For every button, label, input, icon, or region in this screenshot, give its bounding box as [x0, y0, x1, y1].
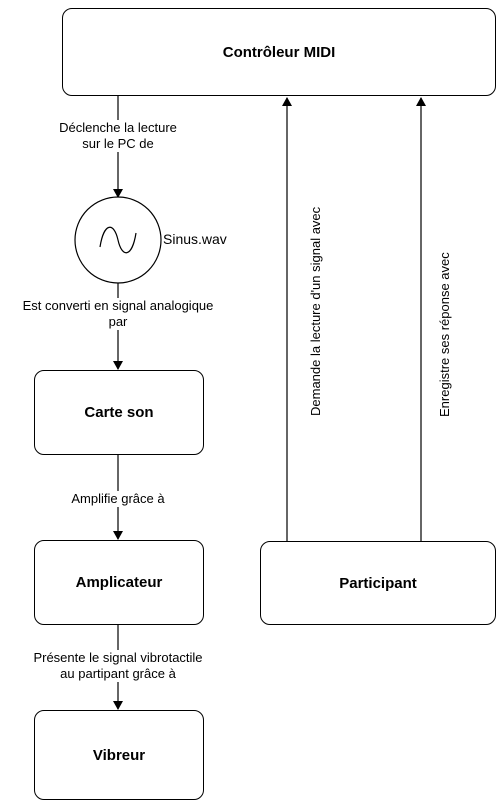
sine-wave-icon: [99, 226, 137, 254]
controller-label: Contrôleur MIDI: [222, 43, 336, 61]
edge-label-participant-request: Demande la lecture d'un signal avec: [308, 206, 323, 416]
sound-card-label: Carte son: [84, 404, 154, 421]
edge-label-controller-to-sine: Déclenche la lecture sur le PC de: [42, 120, 194, 152]
participant-label: Participant: [339, 574, 417, 592]
sound-card-box: Carte son: [34, 370, 204, 455]
edge-label-participant-record: Enregistre ses réponse avec: [437, 252, 452, 417]
vibrator-box: Vibreur: [34, 710, 204, 800]
amplifier-label: Amplicateur: [75, 574, 163, 591]
amplifier-box: Amplicateur: [34, 540, 204, 625]
participant-box: Participant: [260, 541, 496, 625]
sine-file-label: Sinus.wav: [163, 231, 227, 247]
edge-label-sine-to-card: Est converti en signal analogique par: [2, 298, 234, 330]
vibrator-label: Vibreur: [92, 746, 146, 764]
controller-box: Contrôleur MIDI: [62, 8, 496, 96]
edge-label-amp-to-vib: Présente le signal vibrotactile au parti…: [12, 650, 224, 682]
edge-label-card-to-amp: Amplifie grâce à: [56, 491, 180, 507]
